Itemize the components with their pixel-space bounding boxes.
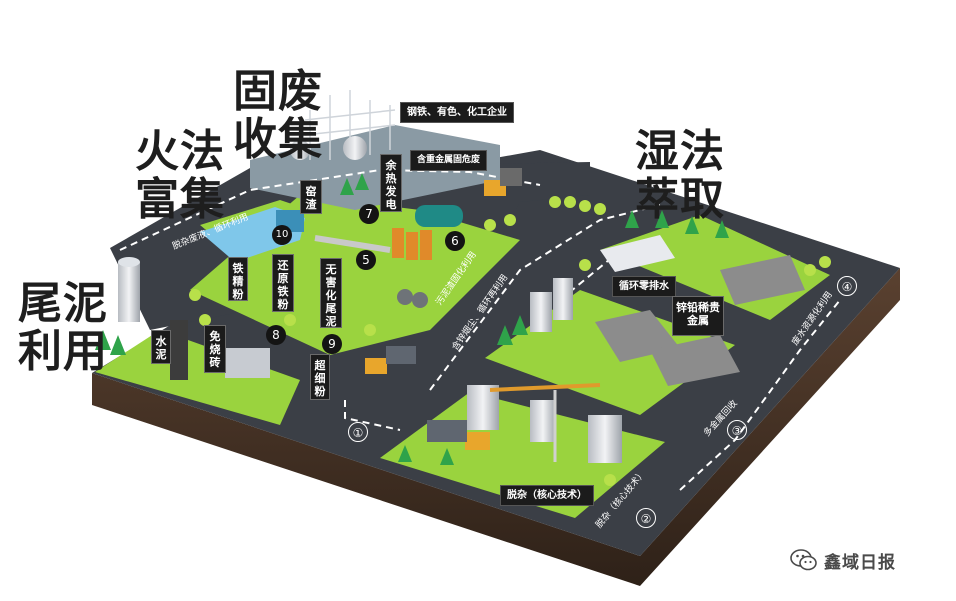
wechat-icon [790,549,817,571]
step-10: 10 [272,225,292,245]
ground-soil [92,268,900,586]
road-dashes [119,168,841,491]
title-hydro-line2: 萃取 [635,174,725,225]
title-hydro: 湿法 萃取 [635,128,725,224]
warehouse-3 [650,335,740,386]
label-kiln-slag: 窑渣 [300,180,322,214]
step-8: 8 [266,325,286,345]
plant-sphere-1 [290,140,310,160]
water-building [600,235,675,272]
title-tailings-line1: 尾泥 [18,278,108,329]
hydro-tank-1 [530,292,552,332]
ore-ball-2 [412,292,428,308]
crane-arm [489,383,601,392]
label-iron-concentrate: 铁精粉 [228,257,248,301]
title-pyro: 火法 富集 [135,128,225,224]
rotary-kiln [314,235,391,253]
label-zinc-metals: 锌铅稀贵金属 [672,296,724,336]
step-3: ③ [727,420,747,440]
core-tank-3 [588,415,622,463]
truck-3 [484,168,522,196]
core-tank-2 [530,400,556,442]
label-unfired-brick: 免烧砖 [204,325,226,373]
hydro-tank-2 [553,278,573,320]
watermark: 鑫域日报 [790,548,896,573]
title-pyro-line2: 富集 [135,174,225,225]
title-pyro-line1: 火法 [135,126,225,177]
grass-cement-zone [95,330,300,425]
orange-pipes [392,228,432,260]
title-tailings: 尾泥 利用 [18,280,108,376]
label-cement: 水泥 [151,330,171,364]
title-solid-waste-line1: 固废 [233,66,323,117]
step-7: 7 [359,204,379,224]
step-6: 6 [445,231,465,251]
warehouse-1 [720,255,805,305]
watermark-text: 鑫域日报 [824,552,896,573]
ore-ball-1 [397,289,413,305]
step-1: ① [348,422,368,442]
step-4: ④ [837,276,857,296]
truck-2 [427,420,490,450]
trees [95,173,729,465]
step-5: 5 [356,250,376,270]
silo-top [118,257,140,267]
label-waste-heat-power: 余热发电 [380,154,402,212]
cement-silo [118,262,140,322]
truck-1 [365,346,416,374]
label-core-tech: 脱杂（核心技术） [500,485,594,506]
title-tailings-line2: 利用 [18,326,108,377]
label-heavy-metal-waste: 含重金属固危废 [410,150,488,171]
step-2: ② [636,508,656,528]
title-solid-waste: 固废 收集 [233,68,323,164]
label-zero-discharge: 循环零排水 [612,276,676,297]
step-9: 9 [322,334,342,354]
conveyor [170,320,188,380]
brick-machine [225,348,270,378]
plant-sphere-2 [343,136,367,160]
label-reduced-iron: 还原铁粉 [272,254,294,312]
chemical-plant [304,90,396,160]
core-tank-1 [467,385,499,430]
teal-drum [415,205,463,227]
shrubs [189,196,831,486]
label-harmless-tailings: 无害化尾泥 [320,258,342,328]
title-hydro-line1: 湿法 [635,126,725,177]
label-steel-industry: 钢铁、有色、化工企业 [400,102,514,123]
label-super-fine: 超细粉 [310,354,330,400]
title-solid-waste-line2: 收集 [233,114,323,165]
